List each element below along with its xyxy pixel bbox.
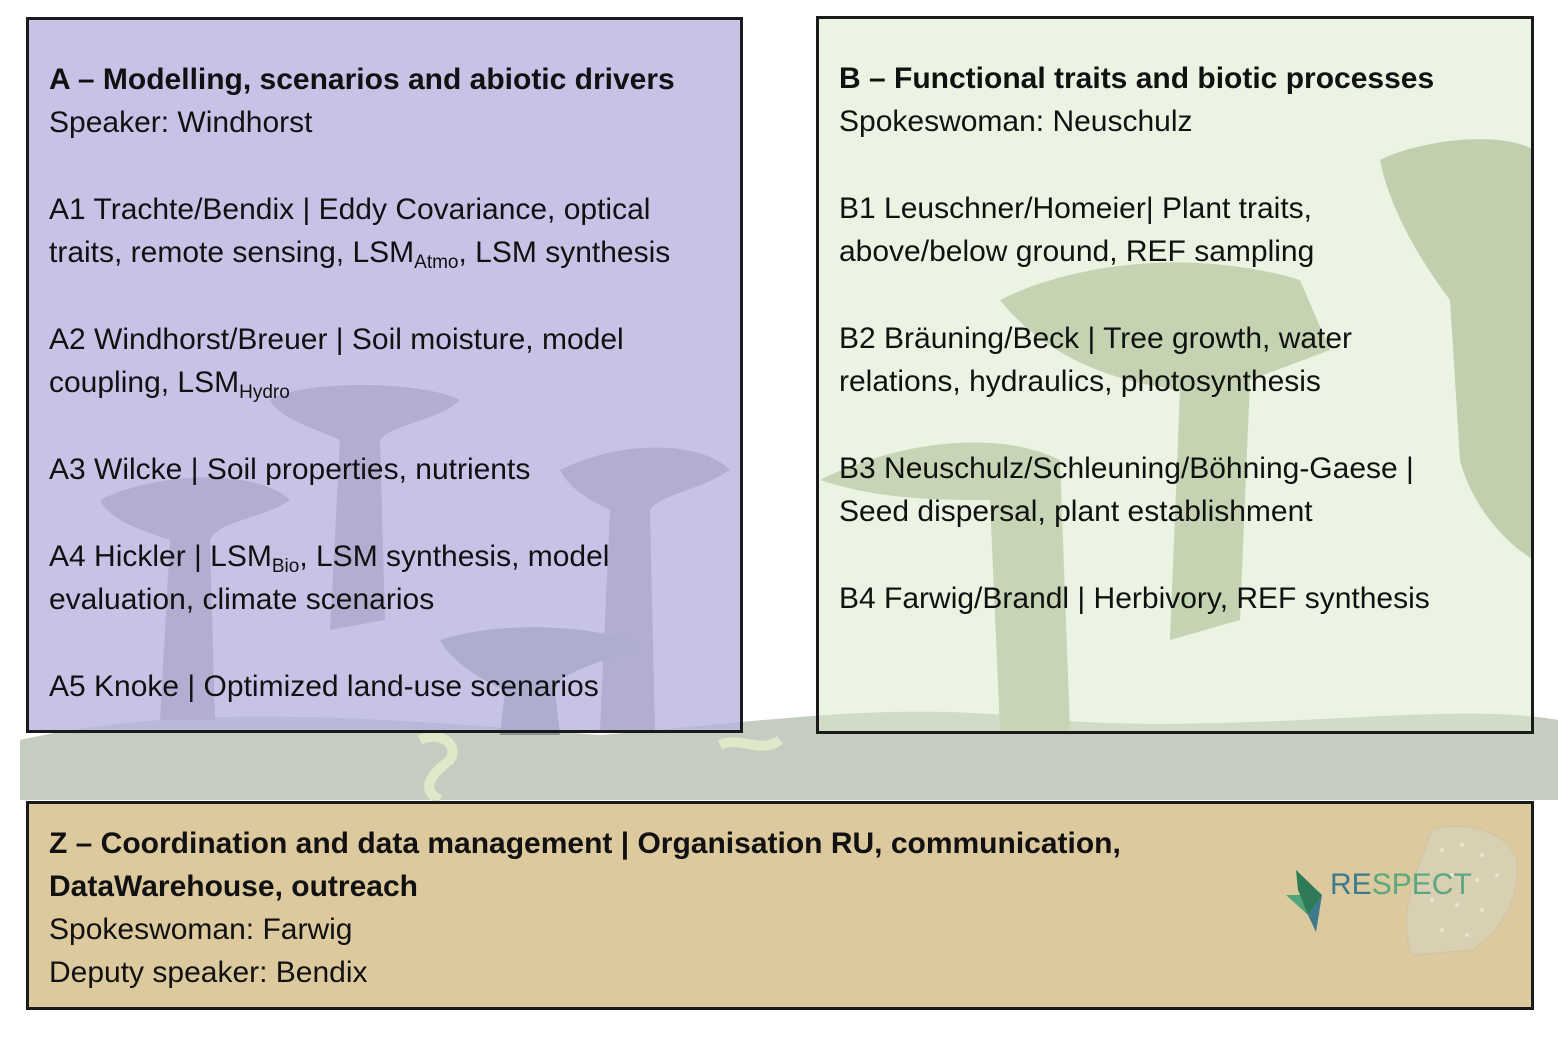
group-z-spokeswoman: Spokeswoman: Farwig <box>49 913 353 946</box>
respect-logo-text-spect: SPECT <box>1371 868 1472 901</box>
project-a1-subscript: Atmo <box>414 252 459 273</box>
project-a2-line2: coupling, LSMHydro <box>49 361 720 404</box>
project-a1-line2-text: traits, remote sensing, LSM <box>49 236 415 269</box>
project-b3-line2: Seed dispersal, plant establishment <box>839 495 1313 528</box>
project-a4-line2: evaluation, climate scenarios <box>49 583 435 616</box>
project-a1: A1 Trachte/Bendix | Eddy Covariance, opt… <box>49 188 720 274</box>
project-a4-line1-text: A4 Hickler | LSM <box>49 540 272 573</box>
project-b1: B1 Leuschner/Homeier| Plant traits, abov… <box>839 187 1511 273</box>
group-z-title-line1: Z – Coordination and data management | O… <box>49 827 1121 860</box>
project-a1-line2: traits, remote sensing, LSMAtmo, LSM syn… <box>49 231 720 274</box>
project-b4: B4 Farwig/Brandl | Herbivory, REF synthe… <box>839 577 1511 620</box>
project-b3: B3 Neuschulz/Schleuning/Böhning-Gaese | … <box>839 447 1511 533</box>
project-a4-line1-tail: , LSM synthesis, model <box>299 540 610 573</box>
group-z-box: Z – Coordination and data management | O… <box>26 801 1534 1010</box>
project-a1-line1: A1 Trachte/Bendix | Eddy Covariance, opt… <box>49 193 651 226</box>
project-a2-subscript: Hydro <box>239 382 290 403</box>
project-a5: A5 Knoke | Optimized land-use scenarios <box>49 665 720 708</box>
group-a-title: A – Modelling, scenarios and abiotic dri… <box>49 63 675 96</box>
group-z-title-line2: DataWarehouse, outreach <box>49 870 418 903</box>
respect-logo-text: RESPECT <box>1330 868 1472 902</box>
group-b-box: B – Functional traits and biotic process… <box>816 16 1534 734</box>
respect-logo-text-re: RE <box>1330 868 1372 901</box>
project-b1-line1: B1 Leuschner/Homeier| Plant traits, <box>839 192 1313 225</box>
group-z-deputy: Deputy speaker: Bendix <box>49 956 368 989</box>
project-a3: A3 Wilcke | Soil properties, nutrients <box>49 448 720 491</box>
project-b3-line1: B3 Neuschulz/Schleuning/Böhning-Gaese | <box>839 452 1414 485</box>
group-b-spokeswoman: Spokeswoman: Neuschulz <box>839 105 1193 138</box>
project-b2: B2 Bräuning/Beck | Tree growth, water re… <box>839 317 1511 403</box>
group-a-speaker: Speaker: Windhorst <box>49 106 313 139</box>
project-b4-line1: B4 Farwig/Brandl | Herbivory, REF synthe… <box>839 582 1430 615</box>
project-a3-line1: A3 Wilcke | Soil properties, nutrients <box>49 453 531 486</box>
project-a4-line1: A4 Hickler | LSMBio, LSM synthesis, mode… <box>49 535 720 578</box>
project-b1-line2: above/below ground, REF sampling <box>839 235 1315 268</box>
project-a2-line1: A2 Windhorst/Breuer | Soil moisture, mod… <box>49 323 624 356</box>
project-a1-line2-tail: , LSM synthesis <box>458 236 671 269</box>
project-a4-subscript: Bio <box>271 556 300 577</box>
respect-logo-icon <box>1286 825 1518 956</box>
project-b2-line2: relations, hydraulics, photosynthesis <box>839 365 1321 398</box>
project-a4: A4 Hickler | LSMBio, LSM synthesis, mode… <box>49 535 720 621</box>
project-b2-line1: B2 Bräuning/Beck | Tree growth, water <box>839 322 1353 355</box>
project-a2-line2-text: coupling, LSM <box>49 366 240 399</box>
project-a5-line1: A5 Knoke | Optimized land-use scenarios <box>49 670 599 703</box>
project-a2: A2 Windhorst/Breuer | Soil moisture, mod… <box>49 318 720 404</box>
group-a-box: A – Modelling, scenarios and abiotic dri… <box>26 17 743 733</box>
group-b-title: B – Functional traits and biotic process… <box>839 62 1435 95</box>
